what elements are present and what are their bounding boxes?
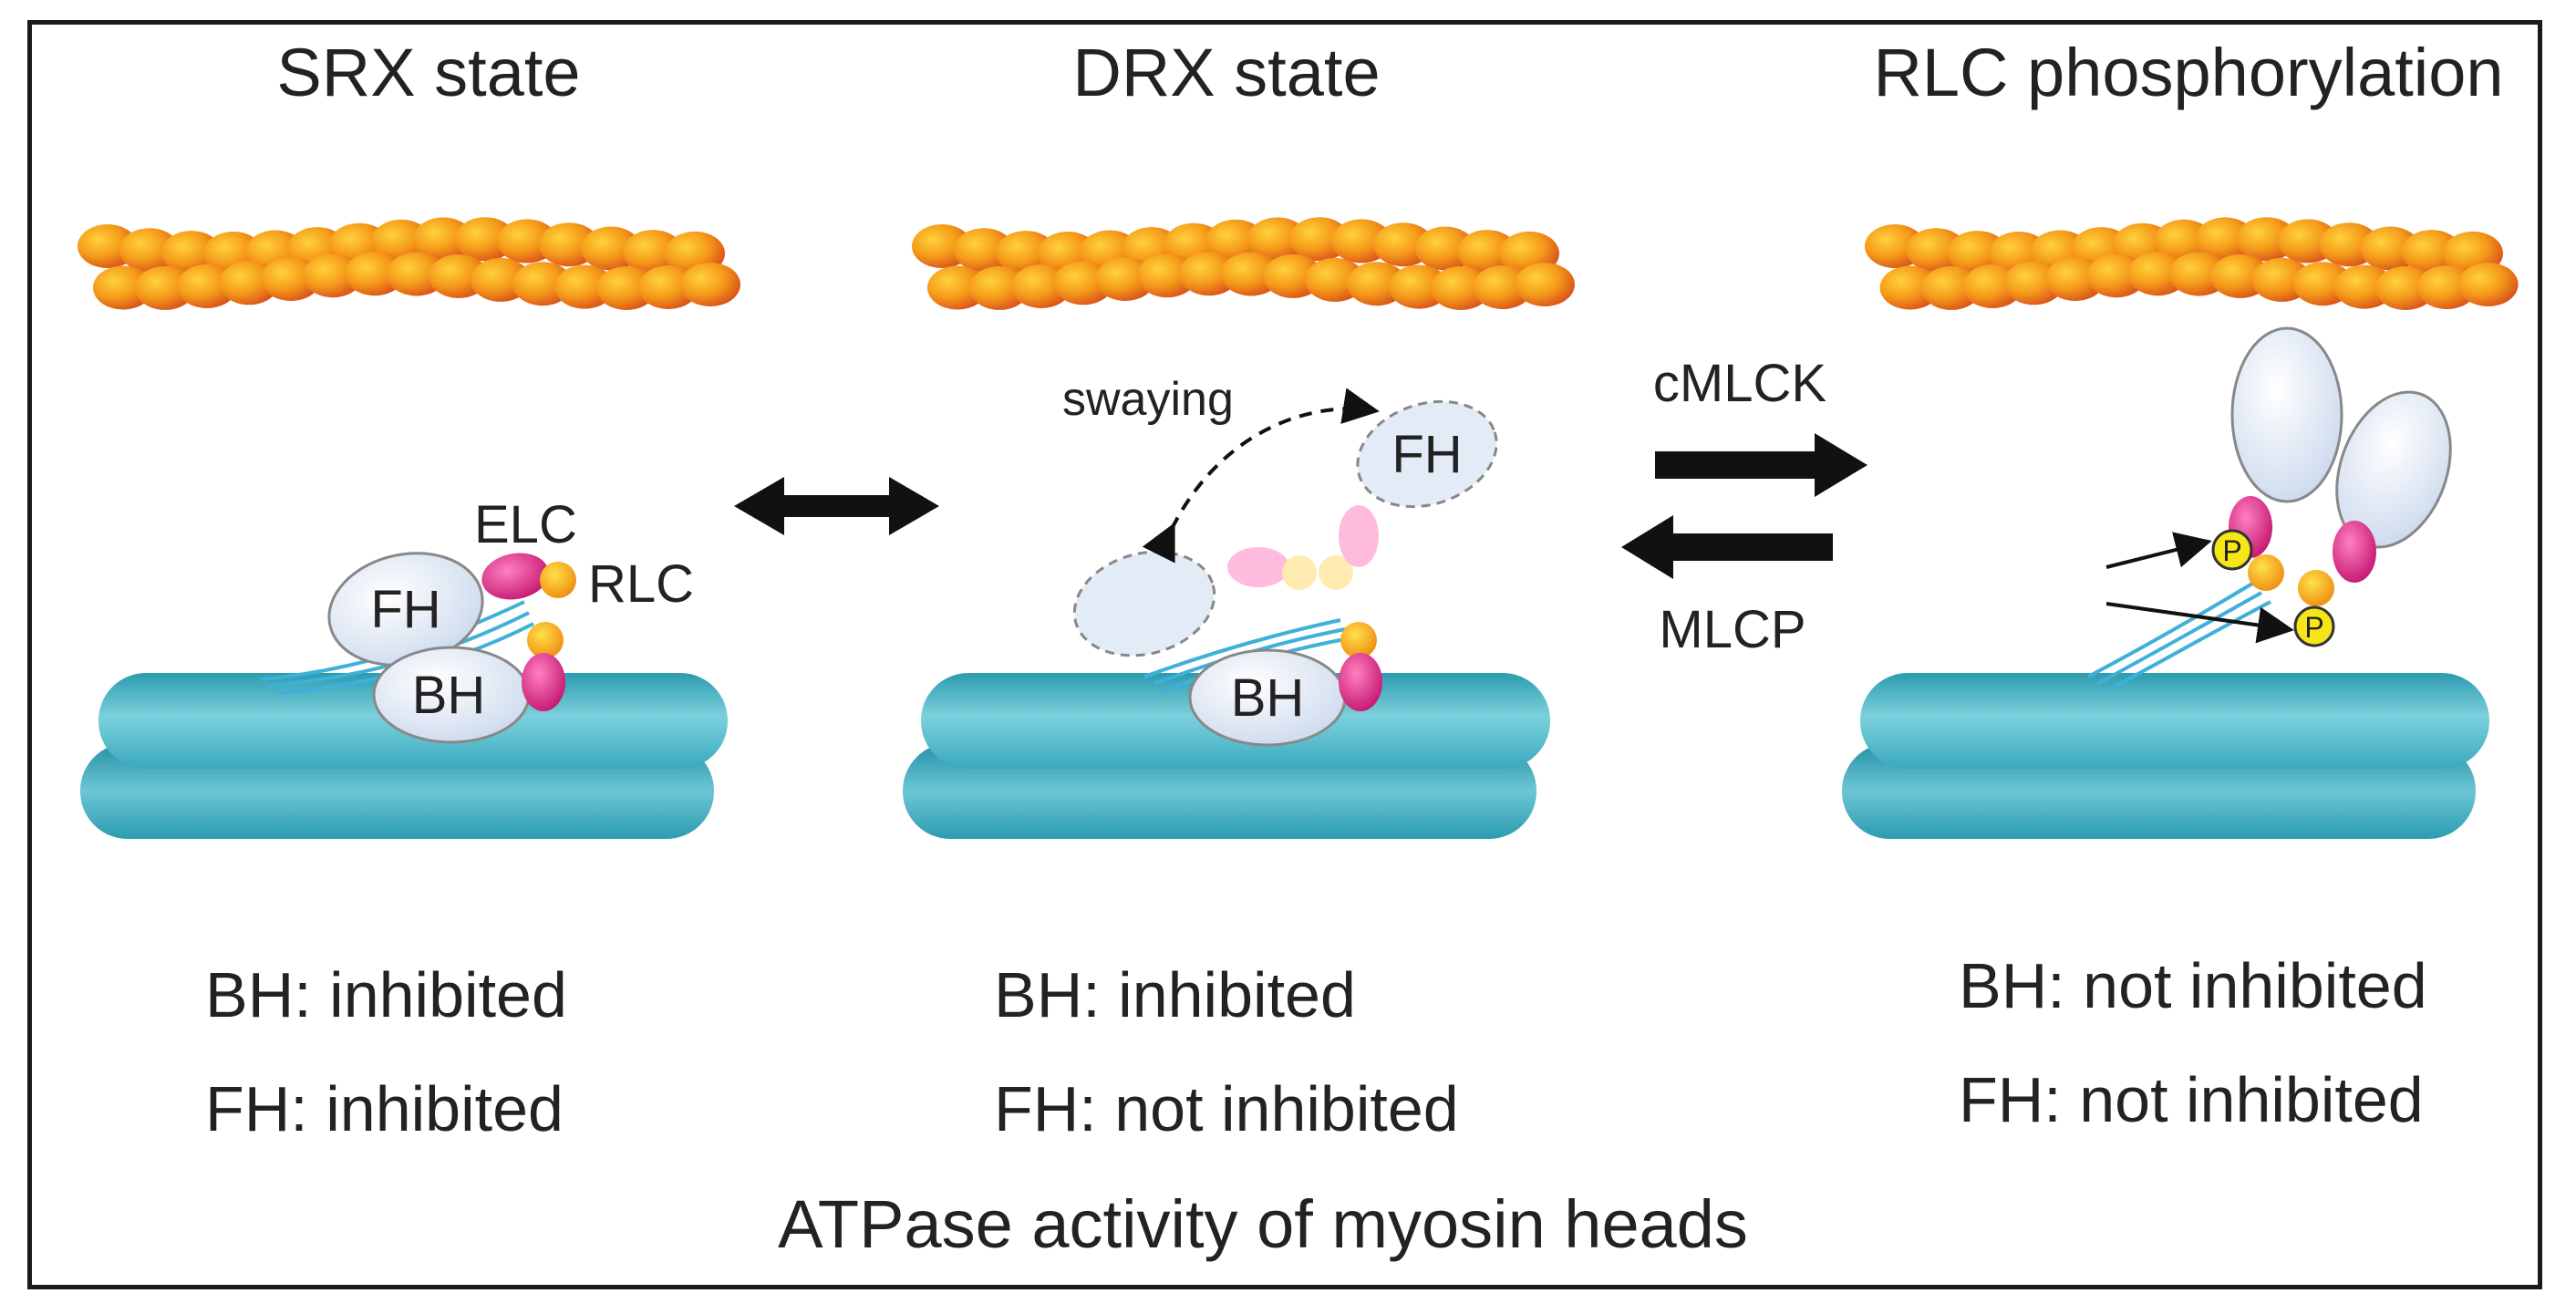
rlc-srx xyxy=(540,562,576,598)
myosin-tail-phos xyxy=(2087,582,2271,693)
label-cmlck: cMLCK xyxy=(1653,354,1826,413)
elc-srx xyxy=(481,553,549,600)
actin-filament-phos xyxy=(1865,217,2519,310)
phosphate-arrow-2 xyxy=(2105,602,2294,644)
label-fh-drx: FH xyxy=(1391,425,1462,484)
footer-caption: ATPase activity of myosin heads xyxy=(778,1186,1748,1262)
status-srx-bh: BH: inhibited xyxy=(205,959,567,1030)
elc-drx xyxy=(1339,653,1382,711)
phosphate-arrow-1 xyxy=(2105,532,2212,569)
actin-bead xyxy=(1179,252,1239,296)
actin-bead xyxy=(2457,263,2519,306)
rlc-phos-2 xyxy=(2298,570,2334,606)
elc-phos-2 xyxy=(2333,521,2376,583)
ghost-head-lower xyxy=(1072,550,1216,657)
myosin-heads-drx xyxy=(1072,388,1498,747)
actin-bead xyxy=(345,252,405,296)
label-p-2: P xyxy=(2304,611,2323,644)
actin-bead xyxy=(996,231,1056,275)
actin-bead xyxy=(2195,217,2256,262)
label-bh-srx: BH xyxy=(412,666,486,725)
label-bh-drx: BH xyxy=(1231,668,1305,728)
status-phos-fh: FH: not inhibited xyxy=(1959,1064,2424,1135)
rlc-drx xyxy=(1340,622,1377,658)
swaying-arrow xyxy=(1142,388,1380,564)
actin-bead xyxy=(1247,217,1308,262)
actin-bead xyxy=(1515,263,1575,306)
phosphate-1 xyxy=(2211,529,2253,571)
actin-bead xyxy=(93,265,153,310)
rlc-srx-2 xyxy=(527,622,564,658)
phosphate-2 xyxy=(2293,605,2335,647)
actin-bead xyxy=(413,217,473,262)
myosin-heads-srx xyxy=(327,552,576,744)
label-elc: ELC xyxy=(474,495,577,554)
status-phos-bh: BH: not inhibited xyxy=(1959,950,2427,1021)
actin-bead xyxy=(680,263,740,306)
panel-title-drx: DRX state xyxy=(1072,35,1380,110)
label-p-1: P xyxy=(2222,534,2241,567)
srx-drx-equilibrium-arrow xyxy=(734,477,939,535)
panel-title-srx: SRX state xyxy=(276,35,580,110)
free-head-phos-1 xyxy=(2230,326,2343,503)
actin-bead xyxy=(1431,266,1491,310)
myosin-heads-phos xyxy=(2105,326,2452,647)
thick-filament-phos xyxy=(1842,673,2489,839)
actin-bead xyxy=(161,231,222,275)
label-mlcp: MLCP xyxy=(1659,600,1805,659)
actin-bead xyxy=(927,265,988,310)
figure-frame xyxy=(27,20,2542,1289)
actin-filament-srx xyxy=(78,217,740,310)
label-rlc: RLC xyxy=(588,554,694,614)
phosphorylation-arrows xyxy=(1621,433,1867,579)
label-fh-srx: FH xyxy=(370,580,440,639)
status-drx-bh: BH: inhibited xyxy=(994,959,1356,1030)
label-swaying: swaying xyxy=(1062,373,1234,426)
actin-filament-drx xyxy=(912,217,1575,310)
actin-bead xyxy=(596,266,657,310)
elc-srx-2 xyxy=(522,653,565,711)
panel-title-rlc-phosphorylation: RLC phosphorylation xyxy=(1873,35,2503,110)
status-drx-fh: FH: not inhibited xyxy=(994,1073,1459,1144)
rlc-phos-1 xyxy=(2248,554,2284,591)
status-srx-fh: FH: inhibited xyxy=(205,1073,564,1144)
